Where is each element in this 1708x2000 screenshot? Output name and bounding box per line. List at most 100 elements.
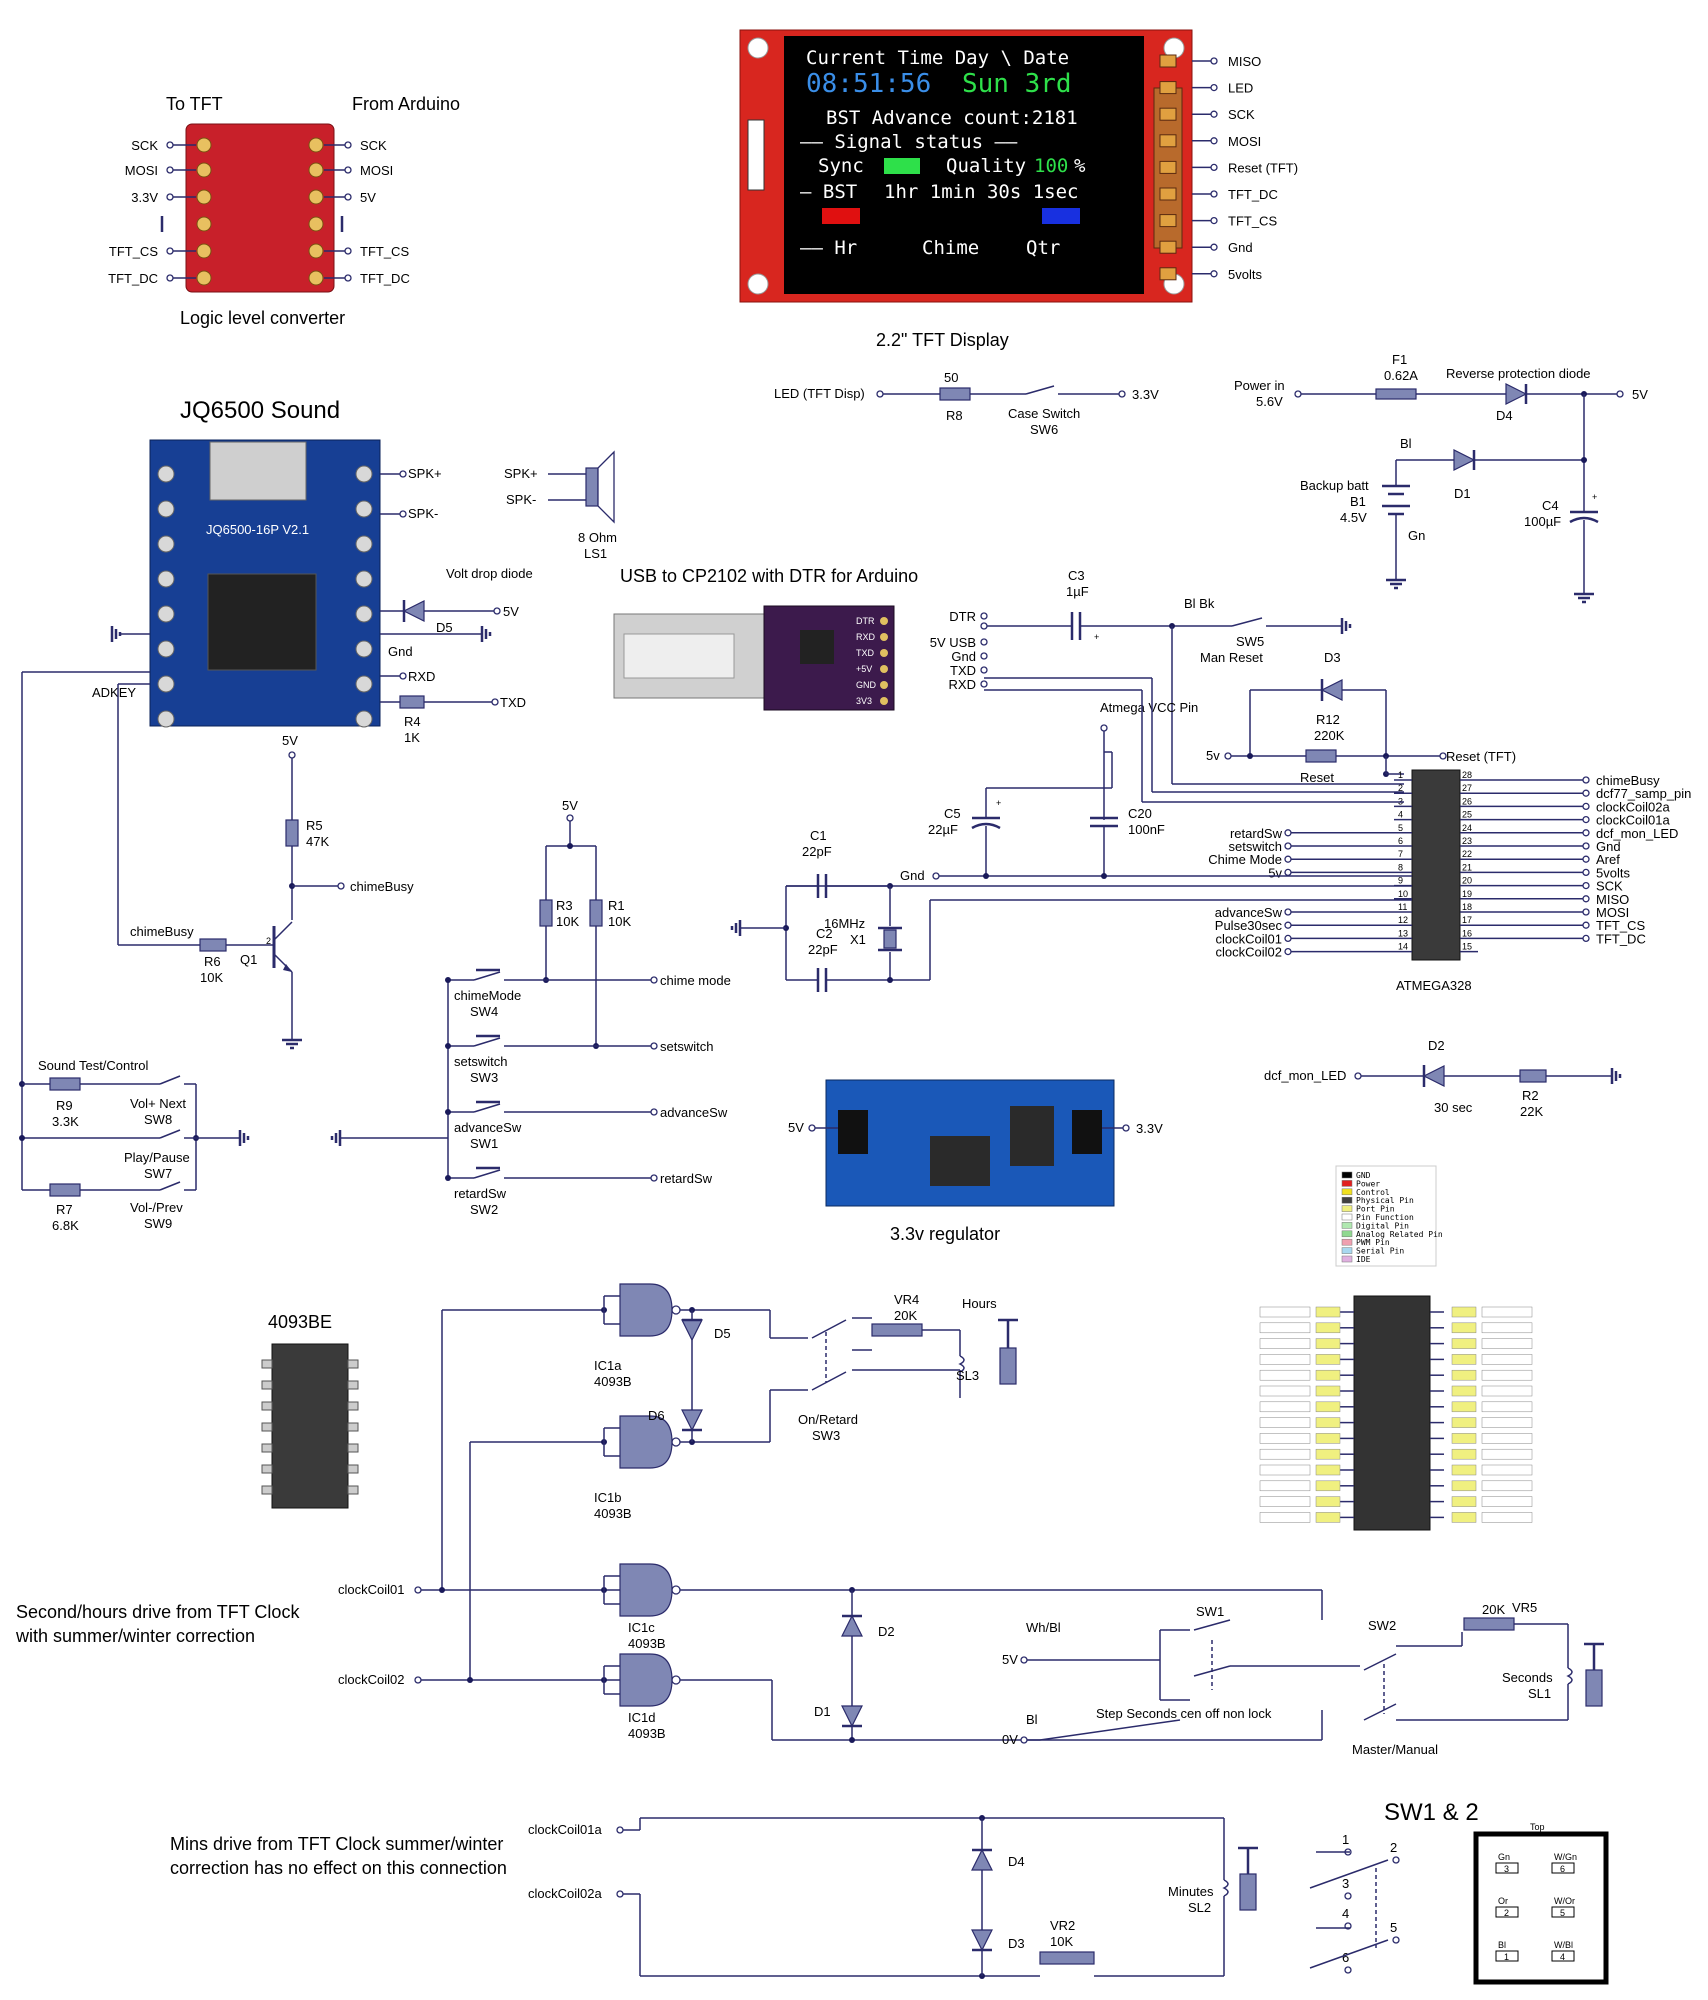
svg-text:2: 2 xyxy=(1398,783,1403,793)
backup-label: Backup batt xyxy=(1300,478,1369,493)
svg-text:21: 21 xyxy=(1462,862,1472,872)
atmega-left-label: clockCoil02 xyxy=(1216,945,1282,960)
usb-pin-label: TXD xyxy=(950,663,976,678)
sec-sw2: SW2 xyxy=(1368,1618,1396,1633)
hours-d6 xyxy=(681,1409,703,1432)
ic1c-label: IC1c xyxy=(628,1620,655,1635)
chimebusy-out: chimeBusy xyxy=(350,879,414,894)
sl3-label: SL3 xyxy=(956,1368,979,1383)
c5-val: 22µF xyxy=(928,822,958,837)
chime-busy-circuit: R5 47K chimeBusy 2 Q1 chimeBusy R6 10K xyxy=(21,671,414,1190)
ic1b-label: IC1b xyxy=(594,1490,621,1505)
legend-item: Analog Related Pin xyxy=(1356,1230,1443,1239)
sw12-pin: 1 xyxy=(1342,1832,1349,1847)
r4-resistor xyxy=(399,695,425,709)
vr4-val: 20K xyxy=(894,1308,917,1323)
led-tft-label: LED (TFT Disp) xyxy=(774,386,865,401)
ic1a-val: 4093B xyxy=(594,1374,632,1389)
tft-bst-indicator xyxy=(822,208,860,224)
f1-label: F1 xyxy=(1392,352,1407,367)
sw3-hours: SW3 xyxy=(812,1428,840,1443)
atmega-right-label: Aref xyxy=(1596,852,1620,867)
tft-caption: 2.2" TFT Display xyxy=(876,330,1009,350)
sw7-label: Play/Pause xyxy=(124,1150,190,1165)
r1-val: 10K xyxy=(608,914,631,929)
chip-4093: 4093BE xyxy=(261,1312,359,1509)
reg-out: 3.3V xyxy=(1136,1121,1163,1136)
r5-resistor xyxy=(285,819,299,847)
cp2102-pin: DTR xyxy=(856,616,875,626)
c20-label: C20 xyxy=(1128,806,1152,821)
tft-pin-label: MISO xyxy=(1228,54,1261,69)
r12-resistor xyxy=(1305,749,1337,763)
atmega-right-label: Gnd xyxy=(1596,839,1621,854)
c20-val: 100nF xyxy=(1128,822,1165,837)
atmega-right-label: clockCoil01a xyxy=(1596,813,1670,828)
sw12-wire-color: Or xyxy=(1498,1896,1508,1906)
d2-val: 30 sec xyxy=(1434,1100,1473,1115)
min-d3-label: D3 xyxy=(1008,1936,1025,1951)
legend-item: Port Pin xyxy=(1356,1205,1395,1214)
r9-resistor xyxy=(49,1077,81,1091)
svg-text:12: 12 xyxy=(1398,915,1408,925)
sw12-wire-num: 3 xyxy=(1504,1864,1509,1874)
d3-diode xyxy=(1320,679,1343,701)
ic1c-gate xyxy=(619,1563,673,1617)
llc-left-pin: 3.3V xyxy=(131,190,158,205)
jq-vcc: 5V xyxy=(282,733,298,748)
r12-label: R12 xyxy=(1316,712,1340,727)
tft-pin-label: Reset (TFT) xyxy=(1228,160,1298,175)
cp2102-pin: +5V xyxy=(856,664,872,674)
tft-pin-label: MOSI xyxy=(1228,134,1261,149)
tft-time: 08:51:56 xyxy=(806,69,931,99)
atmega-label: ATMEGA328 xyxy=(1396,978,1472,993)
converter-caption: Logic level converter xyxy=(180,308,345,328)
tft-adv-steps: 1hr 1min 30s 1sec xyxy=(884,181,1078,203)
x1-crystal xyxy=(883,929,897,949)
jq6500-module: JQ6500 Sound JQ6500-16P V2.1 SPK+ SPK- V… xyxy=(92,397,617,748)
usb-pin-label: DTR xyxy=(949,609,976,624)
sw8-label: Vol+ Next xyxy=(130,1096,186,1111)
tft-pin-label: LED xyxy=(1228,81,1253,96)
sec-d1-label: D1 xyxy=(814,1704,831,1719)
ic1a-gate xyxy=(619,1283,673,1337)
dcf-monitor: dcf_mon_LED D2 30 sec R2 22K xyxy=(1264,1038,1622,1119)
hours-d6-label: D6 xyxy=(648,1408,665,1423)
r7-label: R7 xyxy=(56,1202,73,1217)
vr5-pot xyxy=(1463,1617,1515,1631)
r4-val: 1K xyxy=(404,730,420,745)
switch-label: chimeMode xyxy=(454,988,521,1003)
tft-bst: — BST xyxy=(800,181,857,203)
clockcoil01-in: clockCoil01 xyxy=(338,1582,404,1597)
dcf-label: dcf_mon_LED xyxy=(1264,1068,1346,1083)
r6-val: 10K xyxy=(200,970,223,985)
regulator: 5V 3.3V 3.3v regulator xyxy=(788,1079,1163,1244)
sl3-solenoid xyxy=(999,1347,1017,1385)
sw5-label: Man Reset xyxy=(1200,650,1263,665)
adkey-label: ADKEY xyxy=(92,685,136,700)
atmega-left-label: retardSw xyxy=(1230,826,1283,841)
svg-text:19: 19 xyxy=(1462,889,1472,899)
llc-right-pin: TFT_DC xyxy=(360,271,410,286)
sec-sw1: SW1 xyxy=(1196,1604,1224,1619)
svg-text:20: 20 xyxy=(1462,876,1472,886)
svg-text:15: 15 xyxy=(1462,942,1472,952)
tft-date: Sun 3rd xyxy=(962,69,1072,99)
tft-pin-label: 5volts xyxy=(1228,267,1262,282)
vr5-val: 20K xyxy=(1482,1602,1505,1617)
r5-val: 47K xyxy=(306,834,329,849)
r2-val: 22K xyxy=(1520,1104,1543,1119)
d4-diode xyxy=(1505,383,1528,405)
r6-resistor xyxy=(199,938,227,952)
tft-adv-indicator xyxy=(1042,208,1080,224)
cp2102-pin: RXD xyxy=(856,632,876,642)
gn-label: Gn xyxy=(1408,528,1425,543)
svg-text:1: 1 xyxy=(1398,770,1403,780)
r3-resistor xyxy=(539,899,553,927)
to-tft-header: To TFT xyxy=(166,94,223,114)
sw12-wire-num: 5 xyxy=(1560,1908,1565,1918)
reset-5v: 5v xyxy=(1206,748,1220,763)
minutes-label: Minutes xyxy=(1168,1884,1214,1899)
f1-val: 0.62A xyxy=(1384,368,1418,383)
